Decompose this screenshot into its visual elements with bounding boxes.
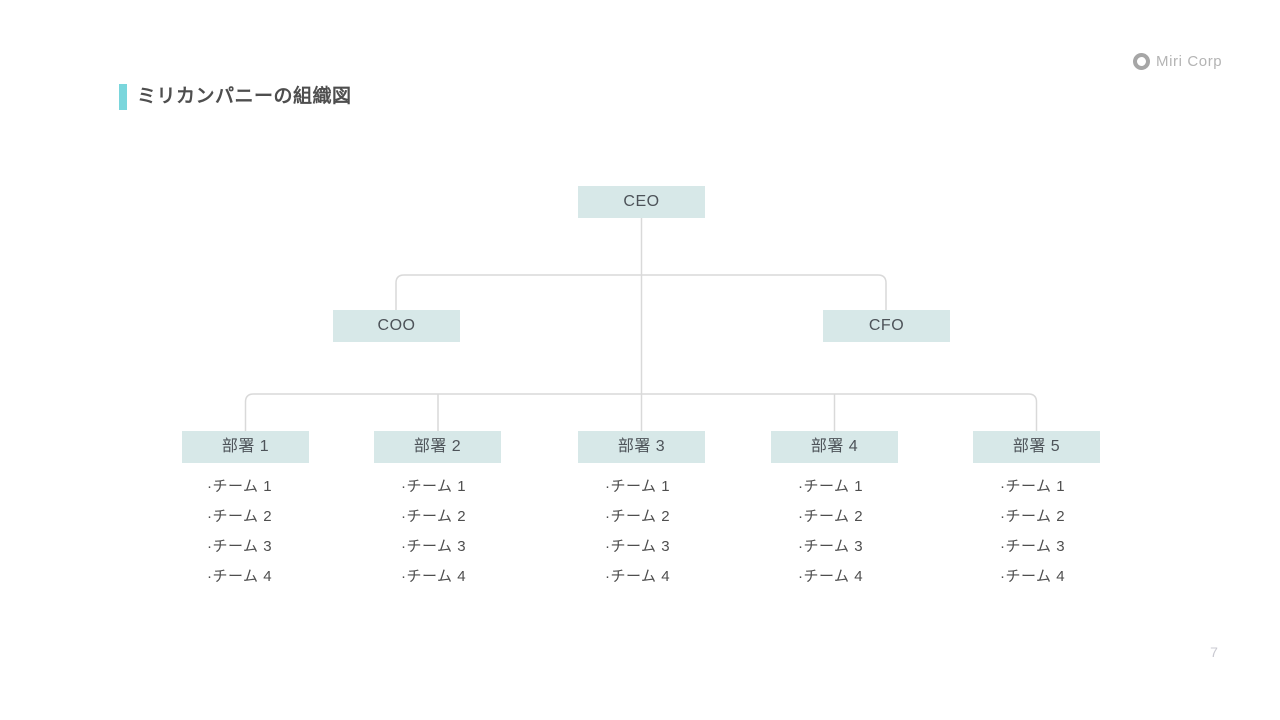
brand-name: Miri Corp: [1156, 53, 1223, 70]
org-node-dept-1: 部署 1: [182, 431, 309, 463]
team-item: ·チーム 2: [798, 508, 864, 525]
team-item: ·チーム 2: [605, 508, 671, 525]
team-list-dept-1: ·チーム 1 ·チーム 2 ·チーム 3 ·チーム 4: [207, 472, 327, 592]
page-title: ミリカンパニーの組織図: [137, 86, 352, 107]
team-item: ·チーム 1: [798, 478, 864, 495]
team-list-dept-3: ·チーム 1 ·チーム 2 ·チーム 3 ·チーム 4: [605, 472, 725, 592]
team-item: ·チーム 3: [207, 538, 273, 555]
team-item: ·チーム 1: [1000, 478, 1066, 495]
slide-header: ミリカンパニーの組織図: [119, 84, 352, 110]
connector-executives: [395, 274, 887, 310]
team-item: ·チーム 3: [605, 538, 671, 555]
brand-logo: Miri Corp: [1133, 53, 1222, 70]
team-list-dept-2: ·チーム 1 ·チーム 2 ·チーム 3 ·チーム 4: [401, 472, 521, 592]
ring-circle-icon: [1133, 53, 1150, 70]
team-item: ·チーム 3: [798, 538, 864, 555]
org-node-cfo: CFO: [823, 310, 950, 342]
team-item: ·チーム 3: [401, 538, 467, 555]
org-node-coo: COO: [333, 310, 460, 342]
team-list-dept-4: ·チーム 1 ·チーム 2 ·チーム 3 ·チーム 4: [798, 472, 918, 592]
org-node-ceo: CEO: [578, 186, 705, 218]
org-node-dept-5: 部署 5: [973, 431, 1100, 463]
org-node-dept-3: 部署 3: [578, 431, 705, 463]
team-item: ·チーム 2: [401, 508, 467, 525]
page-number: 7: [1210, 644, 1218, 660]
team-item: ·チーム 1: [207, 478, 273, 495]
title-accent-bar: [119, 84, 127, 110]
team-item: ·チーム 4: [401, 568, 467, 585]
team-item: ·チーム 4: [798, 568, 864, 585]
team-item: ·チーム 1: [401, 478, 467, 495]
team-item: ·チーム 4: [605, 568, 671, 585]
team-item: ·チーム 4: [207, 568, 273, 585]
team-item: ·チーム 2: [207, 508, 273, 525]
team-item: ·チーム 1: [605, 478, 671, 495]
team-list-dept-5: ·チーム 1 ·チーム 2 ·チーム 3 ·チーム 4: [1000, 472, 1120, 592]
team-item: ·チーム 3: [1000, 538, 1066, 555]
org-node-dept-4: 部署 4: [771, 431, 898, 463]
org-node-dept-2: 部署 2: [374, 431, 501, 463]
connector-departments: [244, 393, 1038, 431]
team-item: ·チーム 4: [1000, 568, 1066, 585]
team-item: ·チーム 2: [1000, 508, 1066, 525]
